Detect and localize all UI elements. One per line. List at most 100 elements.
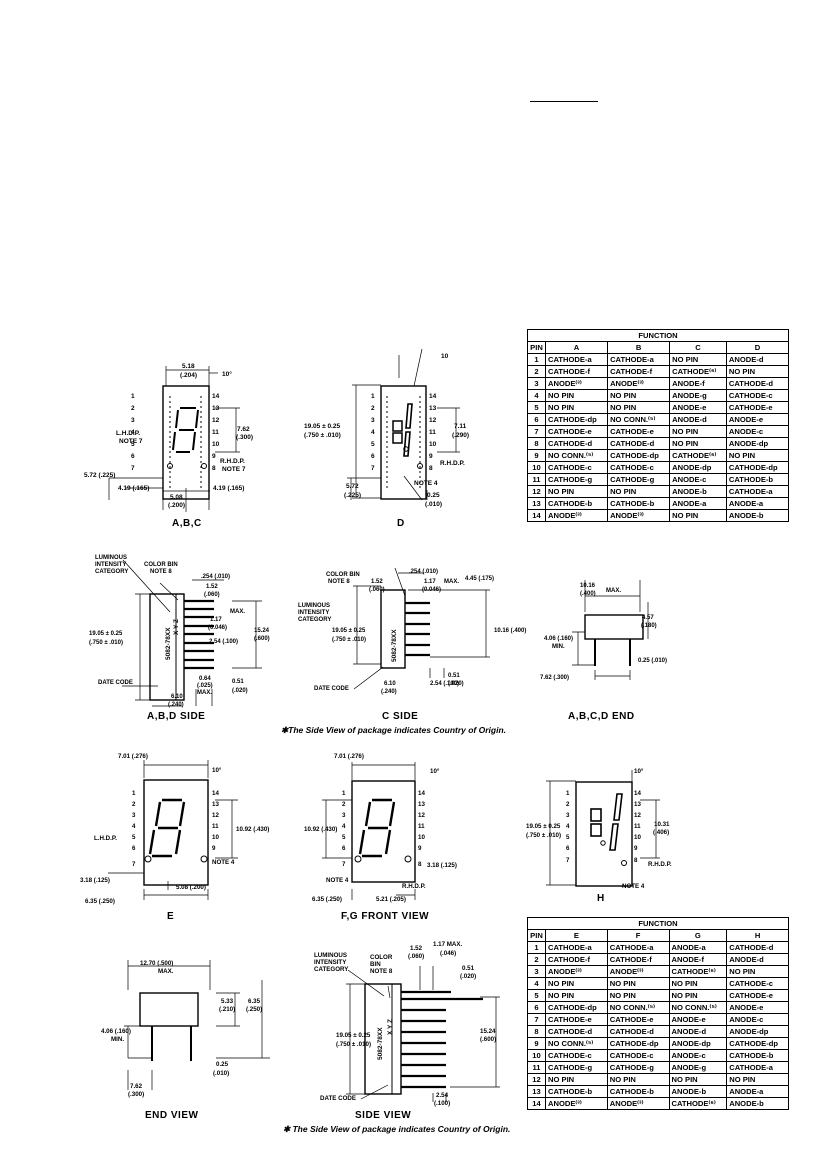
- table-cell: 11: [527, 1061, 546, 1074]
- svg-text:1: 1: [566, 790, 570, 797]
- table-cell: CATHODE-b: [607, 497, 671, 510]
- dim-240: (.240): [168, 702, 184, 708]
- dim-240-c: (.240): [381, 689, 397, 695]
- column-header: C: [669, 341, 727, 354]
- table-cell: CATHODE-a: [545, 941, 608, 954]
- table-cell: ANODE-a: [669, 497, 727, 510]
- table-title: FUNCTION: [527, 329, 789, 342]
- table-cell: NO PIN: [544, 389, 609, 402]
- caption-end-view: END VIEW: [145, 1110, 199, 1121]
- caption-e: E: [167, 911, 175, 922]
- svg-text:3: 3: [371, 417, 375, 424]
- note4-label-d: NOTE 4: [414, 480, 438, 487]
- svg-text:6: 6: [131, 453, 135, 460]
- table-cell: CATHODE⁽⁶⁾: [668, 1097, 728, 1110]
- table-cell: 9: [527, 1037, 546, 1050]
- dim-020: (.020): [232, 688, 248, 694]
- svg-text:11: 11: [634, 823, 641, 830]
- svg-text:1: 1: [342, 790, 346, 797]
- svg-text:5: 5: [132, 834, 136, 841]
- svg-text:7: 7: [132, 861, 136, 868]
- dim-1031: 10.31: [654, 821, 670, 828]
- abd-side-view: [122, 559, 262, 707]
- svg-text:2: 2: [371, 405, 375, 412]
- svg-text:7: 7: [566, 857, 570, 864]
- dim-254: .254 (.010): [201, 574, 230, 580]
- table-cell: CATHODE-d: [544, 437, 609, 450]
- lum2-b: INTENSITY: [314, 959, 347, 966]
- dim-025b: (.025): [197, 683, 213, 689]
- table-cell: ANODE-d: [668, 1025, 728, 1038]
- table-cell: ANODE-b: [669, 485, 727, 498]
- table-cell: 4: [527, 977, 546, 990]
- dim-1905-h: 19.05 ± 0.25: [526, 823, 561, 830]
- lum1: LUMINOUS: [95, 555, 127, 561]
- max-c: MAX.: [444, 579, 459, 585]
- abcd-end-view: [572, 580, 649, 680]
- table-cell: ANODE-a: [726, 1085, 789, 1098]
- table-cell: NO PIN: [668, 989, 728, 1002]
- svg-text:8: 8: [429, 465, 433, 472]
- svg-text:COLOR: COLOR: [370, 954, 393, 961]
- table-cell: NO PIN: [607, 485, 671, 498]
- abc-front-view: [108, 366, 240, 512]
- svg-text:8: 8: [418, 861, 422, 868]
- dim-445: 4.45 (.175): [465, 576, 494, 582]
- lhdp-label: L.H.D.P.: [116, 430, 140, 437]
- table-cell: CATHODE-g: [606, 1061, 670, 1074]
- svg-text:6: 6: [371, 453, 375, 460]
- dim-572: 5.72 (.225): [84, 472, 115, 479]
- table-cell: NO PIN: [669, 437, 727, 450]
- dim-572b: 5.72: [346, 483, 359, 490]
- table-cell: ANODE-e: [669, 401, 727, 414]
- dim-600: (.600): [254, 636, 270, 642]
- table-cell: 8: [527, 437, 546, 450]
- xyz-b: X Y Z: [387, 1019, 394, 1035]
- svg-text:14: 14: [634, 790, 641, 797]
- table-cell: NO PIN: [545, 977, 608, 990]
- table-cell: CATHODE-d: [725, 377, 790, 390]
- header-rule: [530, 101, 598, 102]
- dim-750-side: (.750 ± .010): [89, 640, 123, 646]
- dim-020-b: (.020): [460, 973, 476, 980]
- rhdp-label: R.H.D.P.: [220, 458, 245, 465]
- table-cell: ANODE⁽³⁾: [544, 509, 609, 522]
- svg-text:11: 11: [429, 429, 436, 436]
- svg-text:7: 7: [131, 465, 135, 472]
- table-cell: ANODE-c: [669, 473, 727, 486]
- dim-254b: 2.54 (.100): [209, 639, 238, 645]
- dim-1092-fg: 10.92 (.430): [304, 826, 337, 833]
- side-view-bottom: [346, 966, 500, 1102]
- column-header: G: [668, 929, 728, 942]
- svg-text:10: 10: [634, 834, 641, 841]
- table-cell: CATHODE-f: [544, 365, 609, 378]
- dim-117: 1.17: [210, 617, 222, 623]
- note7-label-right: NOTE 7: [222, 466, 246, 473]
- svg-text:2: 2: [132, 801, 136, 808]
- lhdp-e: L.H.D.P.: [94, 835, 117, 842]
- min-b: MIN.: [111, 1036, 124, 1043]
- lum3-c: CATEGORY: [298, 617, 331, 623]
- table-cell: 3: [527, 377, 546, 390]
- column-header: PIN: [527, 929, 546, 942]
- svg-text:(.100): (.100): [434, 1100, 450, 1107]
- table-cell: NO PIN: [726, 1073, 789, 1086]
- table-cell: ANODE⁽³⁾: [606, 1097, 670, 1110]
- lum2-c: INTENSITY: [298, 610, 329, 616]
- svg-text:9: 9: [429, 453, 433, 460]
- table-cell: NO PIN: [725, 449, 790, 462]
- dim-711: 7.11: [454, 423, 467, 430]
- table-cell: NO PIN: [607, 401, 671, 414]
- svg-text:10: 10: [212, 834, 219, 841]
- table-cell: CATHODE-e: [607, 425, 671, 438]
- table-cell: ANODE⁽³⁾: [545, 1097, 608, 1110]
